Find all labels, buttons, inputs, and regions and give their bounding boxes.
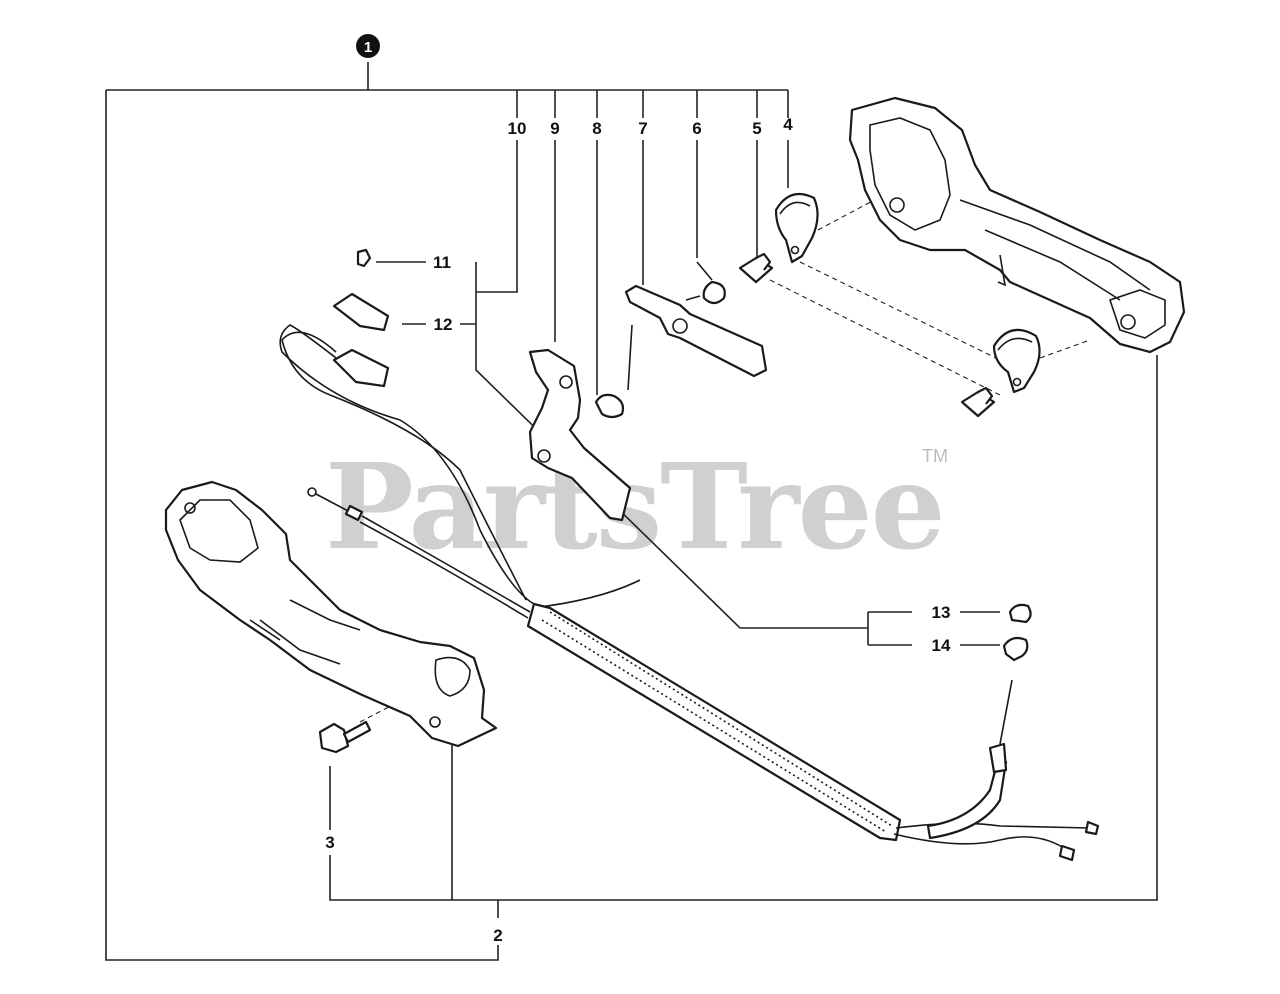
watermark: PartsTree TM [325, 437, 948, 576]
assembly-frame [105, 62, 1158, 961]
stop-switch-10 [279, 324, 535, 605]
callout-12: 12 [434, 315, 453, 334]
assembly-marker [356, 34, 380, 58]
cable-end-14 [1002, 636, 1029, 662]
watermark-text: PartsTree [325, 437, 944, 576]
callout-10: 10 [508, 119, 527, 138]
clamp-lower [992, 328, 1041, 394]
watermark-tm: TM [922, 446, 948, 466]
callout-7: 7 [638, 119, 647, 138]
callout-14: 14 [932, 636, 951, 655]
screw-11 [356, 248, 372, 268]
spring-8 [594, 324, 633, 419]
left-handle-half [164, 480, 498, 748]
throttle-trigger-9 [528, 348, 632, 522]
screw-5-lower [960, 386, 996, 418]
callout-6: 6 [692, 119, 701, 138]
assembly-label: 1 [364, 39, 372, 56]
callout-2: 2 [493, 926, 502, 945]
clamp-upper [774, 192, 819, 264]
spring-6 [685, 261, 726, 305]
right-handle-half [848, 96, 1186, 354]
cable-end-13 [1008, 603, 1032, 624]
callout-labels: 1 10 9 8 7 6 5 4 11 12 13 14 3 2 [325, 34, 951, 945]
callout-9: 9 [550, 119, 559, 138]
callout-13: 13 [932, 603, 951, 622]
handle-screw-3 [318, 720, 372, 754]
callout-5: 5 [752, 119, 761, 138]
callout-8: 8 [592, 119, 601, 138]
screw-5-upper [738, 252, 774, 284]
leader-lines [329, 140, 1091, 830]
switch-plate-12 [332, 292, 390, 332]
throttle-lever-7 [624, 284, 768, 378]
callout-11: 11 [433, 253, 451, 272]
callout-3: 3 [325, 833, 334, 852]
cable-conduit [526, 602, 1100, 862]
callout-4: 4 [783, 115, 793, 134]
